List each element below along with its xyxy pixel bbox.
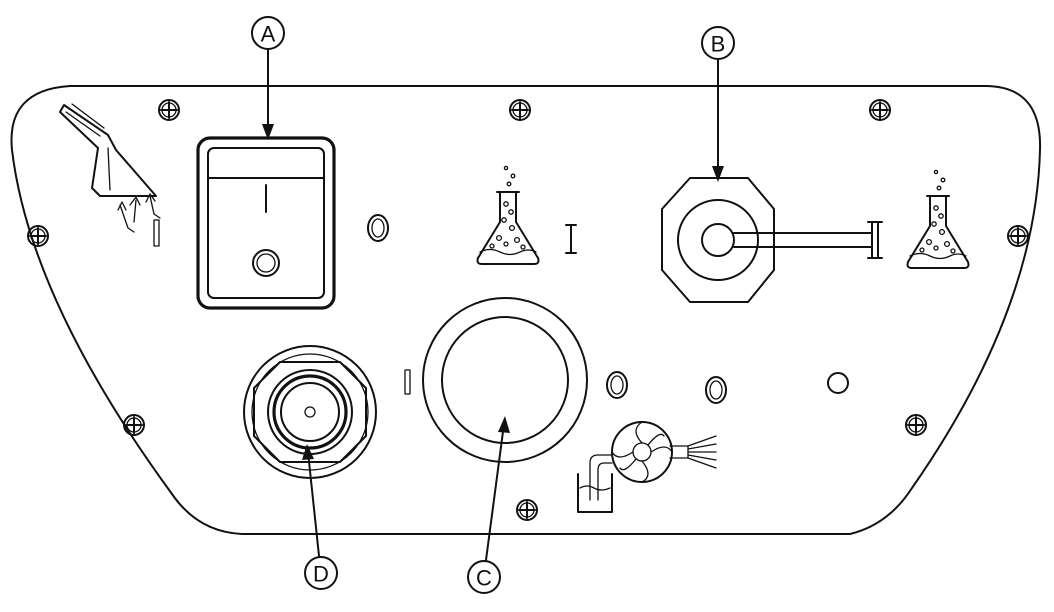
round-button[interactable]	[422, 297, 588, 463]
callout-b-label: B	[711, 32, 726, 57]
flask-icon	[476, 165, 540, 265]
pump-icon	[577, 421, 717, 513]
panel-outline	[10, 85, 1042, 535]
callout-b: B	[701, 26, 735, 60]
callout-d: D	[304, 556, 338, 590]
indicator-light	[367, 214, 389, 242]
screw-icon	[27, 225, 49, 247]
rocker-switch[interactable]	[196, 136, 336, 310]
screw-icon	[516, 499, 538, 521]
leader-b	[712, 59, 724, 182]
i-mark	[404, 369, 411, 395]
callout-c: C	[467, 560, 501, 594]
screw-icon	[509, 99, 531, 121]
leader-d	[302, 444, 320, 557]
wand-icon	[59, 103, 161, 247]
indicator-light	[827, 372, 849, 394]
i-mark	[565, 224, 577, 254]
screw-icon	[1007, 225, 1029, 247]
screw-icon	[869, 99, 891, 121]
callout-d-label: D	[313, 562, 329, 587]
screw-icon	[123, 414, 145, 436]
leader-c	[485, 416, 510, 561]
indicator-light	[705, 376, 727, 404]
screw-icon	[905, 414, 927, 436]
callout-c-label: C	[476, 566, 492, 591]
indicator-light	[606, 371, 628, 399]
hex-valve[interactable]	[661, 177, 883, 303]
callout-a-label: A	[261, 22, 276, 47]
screw-icon	[158, 99, 180, 121]
leader-a	[262, 48, 274, 140]
callout-a: A	[251, 16, 285, 50]
flask-icon	[906, 169, 970, 269]
